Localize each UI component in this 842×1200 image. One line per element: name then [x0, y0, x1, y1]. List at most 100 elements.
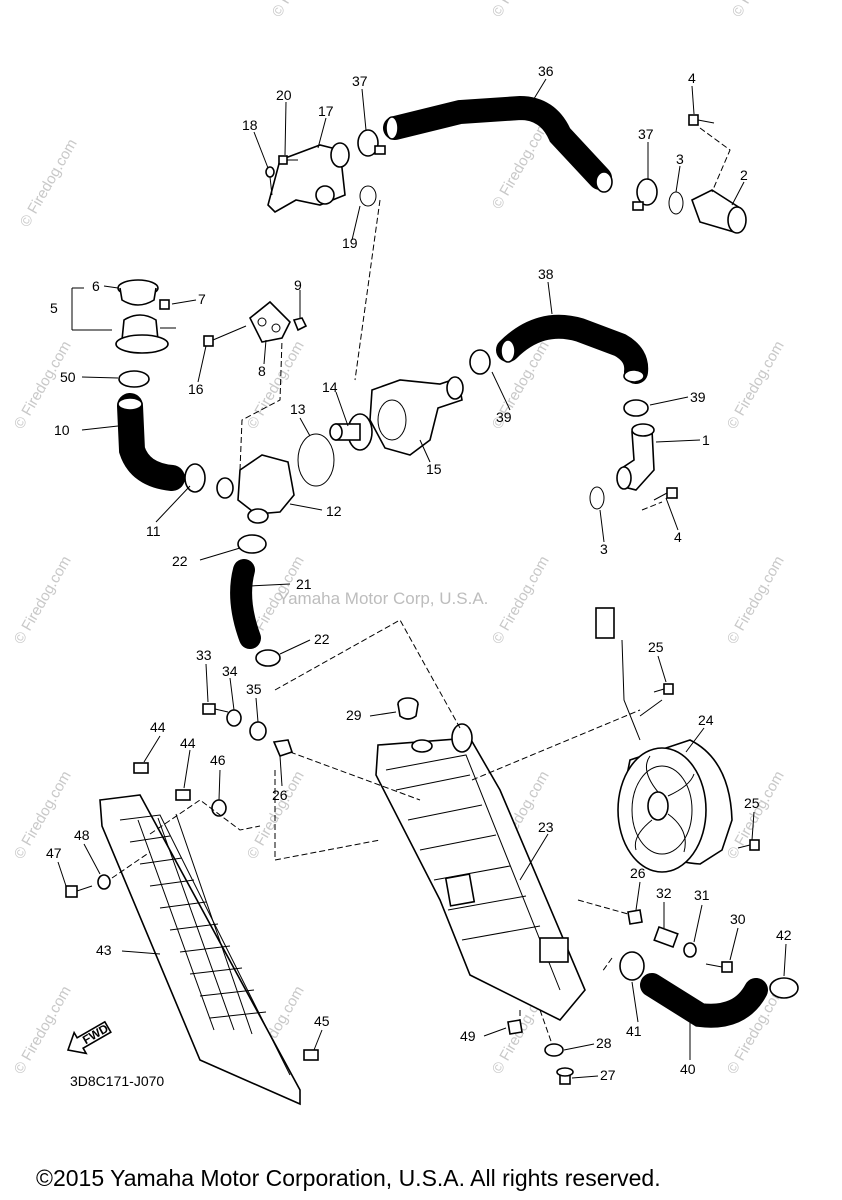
diagram-code: 3D8C171-J070	[70, 1073, 164, 1089]
callout-8: 8	[258, 363, 266, 379]
watermark: © Firedog.com	[244, 768, 308, 862]
part-outlet-pipe	[691, 127, 747, 234]
callout-36: 36	[538, 63, 554, 79]
callout-25: 25	[744, 795, 760, 811]
callout-32: 32	[656, 885, 672, 901]
callout-31: 31	[694, 887, 710, 903]
callout-14: 14	[322, 379, 338, 395]
part-water-pump-cover	[216, 339, 295, 524]
callout-33: 33	[196, 647, 212, 663]
part-hose-clamp	[469, 349, 491, 375]
part-radiator-hose	[496, 314, 649, 384]
part-hose-clamp	[118, 370, 150, 388]
callout-22: 22	[314, 631, 330, 647]
callout-44: 44	[150, 719, 166, 735]
part-grommet	[175, 789, 191, 801]
guide-line	[111, 799, 261, 879]
callout-1: 1	[702, 432, 710, 448]
callout-29: 29	[346, 707, 362, 723]
callout-9: 9	[294, 277, 302, 293]
part-o-ring	[359, 185, 377, 207]
watermark: © Firedog.com	[11, 983, 75, 1077]
part-breather-hose	[117, 393, 185, 491]
callout-42: 42	[776, 927, 792, 943]
callout-20: 20	[276, 87, 292, 103]
part-radiator-cap	[117, 279, 159, 306]
callout-5: 5	[50, 300, 58, 316]
callout-7: 7	[198, 291, 206, 307]
part-washer	[97, 874, 111, 890]
watermark: © Firedog.com	[11, 553, 75, 647]
part-hose-clamp	[184, 463, 206, 493]
leader-lines	[57, 78, 787, 1079]
watermark: © Firedog.com	[489, 0, 553, 20]
callout-11: 11	[146, 523, 161, 539]
part-bracket-26	[627, 909, 643, 925]
part-o-ring	[668, 191, 684, 215]
callout-17: 17	[318, 103, 334, 119]
callout-4: 4	[688, 70, 696, 86]
callout-34: 34	[222, 663, 238, 679]
part-hose-clamp	[769, 977, 799, 999]
part-thermostat	[329, 413, 373, 451]
part-radiator-cover	[99, 794, 301, 1106]
guide-line	[354, 199, 381, 381]
credit-watermark: Yamaha Motor Corp, U.S.A.	[278, 589, 488, 608]
part-damper	[249, 721, 267, 741]
callout-50: 50	[60, 369, 76, 385]
bracket-5	[71, 287, 112, 331]
part-nut	[507, 1019, 523, 1035]
callout-39: 39	[496, 409, 512, 425]
part-cooling-fan	[595, 607, 733, 873]
part-o-ring	[589, 486, 605, 510]
watermark: © Firedog.com	[724, 338, 788, 432]
callout-35: 35	[246, 681, 262, 697]
part-damper	[544, 1043, 564, 1057]
watermark: © Firedog.com	[11, 338, 75, 432]
callout-47: 47	[46, 845, 62, 861]
fwd-arrow: FWD	[66, 1020, 112, 1055]
callout-45: 45	[314, 1013, 330, 1029]
callout-28: 28	[596, 1035, 612, 1051]
part-lower-hose	[640, 973, 768, 1028]
callout-44: 44	[180, 735, 196, 751]
callout-4: 4	[674, 529, 682, 545]
callout-10: 10	[54, 422, 70, 438]
callout-25: 25	[648, 639, 664, 655]
callout-26: 26	[630, 865, 646, 881]
part-grommet	[303, 1049, 319, 1061]
part-bolt	[202, 703, 229, 715]
part-bolt	[705, 961, 733, 973]
watermark: © Firedog.com	[269, 0, 333, 20]
callout-19: 19	[342, 235, 358, 251]
part-radiator	[375, 723, 586, 1021]
callout-49: 49	[460, 1028, 476, 1044]
part-grommet	[133, 762, 149, 774]
part-o-ring	[297, 433, 335, 487]
callout-13: 13	[290, 401, 306, 417]
watermark: © Firedog.com	[17, 136, 81, 230]
part-bypass-hose	[230, 559, 261, 649]
part-drain-bolt	[556, 1067, 574, 1085]
callout-48: 48	[74, 827, 90, 843]
callout-43: 43	[96, 942, 112, 958]
callout-22: 22	[172, 553, 188, 569]
callout-21: 21	[296, 576, 312, 592]
copyright-notice: ©2015 Yamaha Motor Corporation, U.S.A. A…	[36, 1165, 661, 1191]
part-thermostat-cover	[265, 142, 350, 213]
guide-line	[641, 501, 663, 511]
callout-26: 26	[272, 787, 288, 803]
callout-2: 2	[740, 167, 748, 183]
callout-27: 27	[600, 1067, 616, 1083]
guide-line	[519, 957, 613, 1045]
callout-labels: 36 37 4 20 17 18 37 3 2 19 6 5 7 9 38 16…	[46, 63, 792, 1083]
guide-line	[274, 751, 421, 861]
part-upper-hose	[383, 95, 613, 193]
watermark: © Firedog.com	[729, 0, 793, 20]
callout-24: 24	[698, 712, 714, 728]
part-hose-clamp	[255, 649, 281, 667]
watermark: © Firedog.com	[244, 338, 308, 432]
callout-12: 12	[326, 503, 342, 519]
callout-23: 23	[538, 819, 554, 835]
